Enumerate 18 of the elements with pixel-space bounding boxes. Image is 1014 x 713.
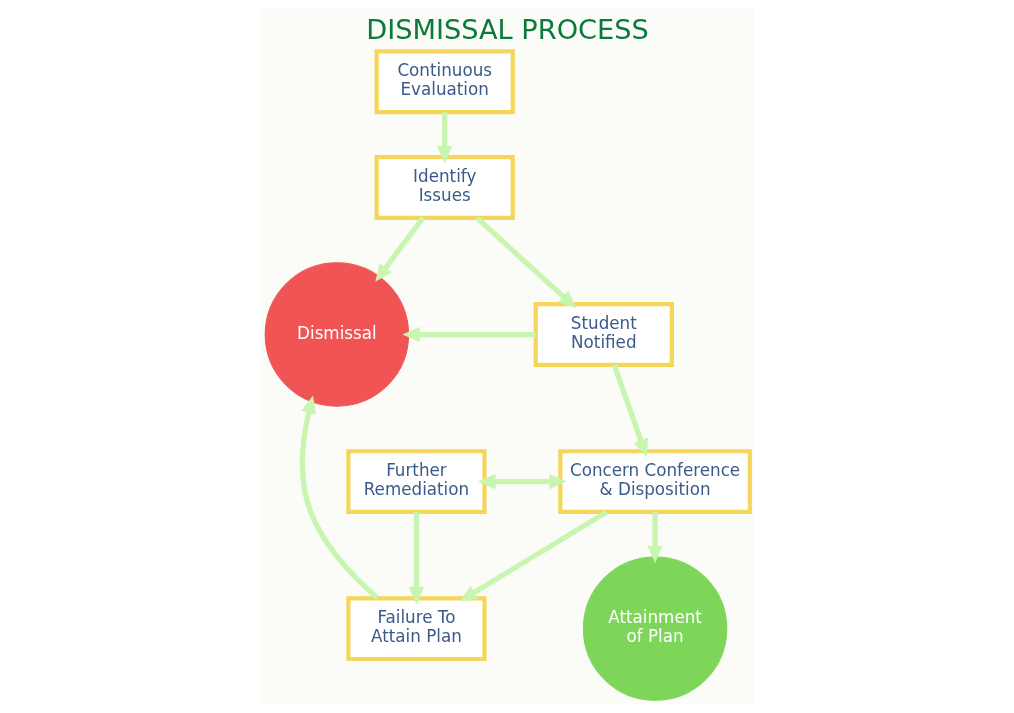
node-box: Continuous Evaluation [374, 49, 515, 115]
node-circle: Attainment of Plan [582, 556, 727, 701]
arrow [611, 364, 648, 457]
arrow [436, 112, 452, 164]
arrow [646, 511, 663, 564]
arrow [401, 326, 536, 343]
arrow [477, 473, 567, 490]
arrow [459, 509, 608, 602]
node-box: Further Remediation [345, 449, 487, 515]
arrow [408, 511, 424, 605]
diagram-title: DISMISSAL PROCESS [365, 13, 649, 45]
node-box: Concern Conference & Disposition [557, 449, 752, 515]
arrow [474, 215, 576, 309]
arrow [299, 395, 379, 601]
node-box: Identify Issues [374, 155, 515, 220]
node-box: Failure To Attain Plan [345, 596, 487, 662]
node-box: Student Notified [533, 302, 674, 367]
arrow [374, 216, 425, 282]
